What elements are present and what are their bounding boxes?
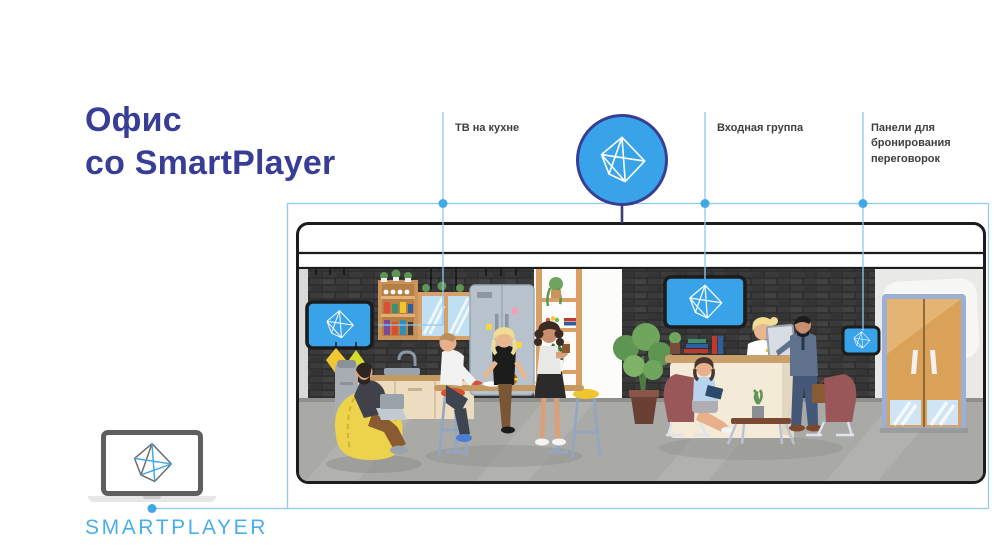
entrance-tv-screen: [663, 275, 747, 329]
smartplayer-laptop: [88, 428, 218, 508]
callout-label-kitchen-tv: ТВ на кухне: [455, 122, 520, 134]
laptop-base: [88, 496, 216, 502]
smartplayer-wordmark: SMARTPLAYER: [85, 516, 269, 539]
smartplayer-logo-circle: [576, 114, 668, 206]
office-illustration: [296, 222, 986, 484]
kitchen-shelf: [378, 280, 418, 340]
connector-dot: [438, 199, 448, 208]
connector-dot: [858, 199, 868, 208]
smartplayer-crystal-icon: [600, 136, 646, 183]
connector-dot: [700, 199, 710, 208]
booking-panel-screen: [841, 325, 881, 356]
smartplayer-crystal-duo-icon: [133, 442, 173, 483]
kitchen-cabinet: [418, 292, 474, 340]
double-doors: [880, 294, 968, 433]
callout-label-entrance: Входная группа: [717, 122, 804, 134]
callout-label-booking-panels: Панели для бронирования переговорок: [871, 122, 951, 165]
kitchen-tv-screen: [305, 300, 374, 350]
page-title: Офис со SmartPlayer: [85, 100, 336, 183]
laptop-screen: [101, 430, 203, 496]
